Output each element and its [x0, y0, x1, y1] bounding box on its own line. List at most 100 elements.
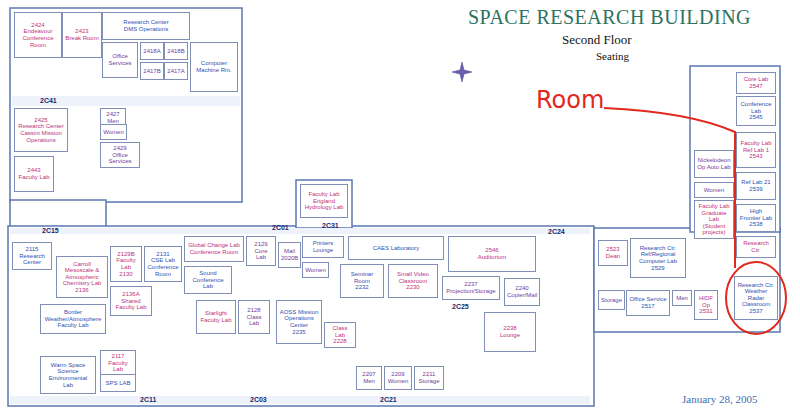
- room-box: SPS LAB: [100, 374, 136, 392]
- room-name: Small Video Classroom: [391, 271, 435, 284]
- room-name: Warm Space Science Environmental Lab: [43, 362, 93, 388]
- room-number: 2207: [359, 371, 379, 378]
- room-box: StarlightFaculty Lab: [196, 300, 236, 334]
- room-box: 2209Women: [384, 366, 412, 390]
- room-name: High Frontier Lab: [739, 208, 773, 221]
- room-name: Research Center: [105, 19, 187, 26]
- room-number: 2136: [59, 287, 105, 294]
- room-name: Research Center: [17, 123, 65, 130]
- room-number: 2128: [241, 307, 267, 314]
- room-name: HIDF Op: [697, 295, 715, 308]
- room-name: AOSS Mission Operations Center: [279, 309, 319, 329]
- room-number: 2425: [17, 117, 65, 124]
- map-title: SPACE RESEARCH BUILDING: [468, 6, 751, 29]
- room-box: Faculty LabRef Lab 12543: [736, 132, 776, 168]
- room-box: Small Video Classroom2230: [388, 264, 438, 298]
- room-number: 2129: [249, 241, 273, 248]
- room-number: 2129B: [113, 251, 139, 258]
- room-box: 2423Break Room: [62, 12, 102, 58]
- stair-link: [10, 200, 106, 228]
- room-name: Faculty Lab: [113, 257, 139, 270]
- room-name: Carroll Mesoscale & Atmospheric Chemistr…: [59, 261, 105, 287]
- room-number: 2228: [327, 338, 353, 345]
- room-number: 2517: [629, 303, 667, 310]
- room-name: Faculty Lab: [303, 191, 345, 198]
- room-box: 2238Lounge: [484, 312, 536, 352]
- room-name: England Hydrology Lab: [303, 198, 345, 211]
- room-name: Conference Lab: [739, 101, 773, 114]
- room-box: Research CenterDMS Operations: [102, 12, 190, 40]
- room-box: Class Lab2228: [324, 322, 356, 348]
- room-box: Storage: [598, 290, 625, 310]
- room-box: Men: [672, 290, 692, 306]
- room-number: 2424: [17, 22, 59, 29]
- room-box: 2129BFaculty Lab2130: [110, 246, 142, 282]
- room-box: 2128Class Lab: [238, 300, 270, 334]
- room-name: Storage: [601, 297, 622, 304]
- room-number: 2423: [65, 28, 99, 35]
- room-number: 2238: [487, 325, 533, 332]
- subtitle: Seating: [596, 50, 629, 62]
- room-box: 2418A: [140, 42, 164, 60]
- wings: [8, 8, 780, 406]
- room-box: 2546Auditorium: [448, 236, 536, 272]
- room-name: Nickelodeon Op Auto Lab: [697, 157, 731, 170]
- room-name: Computer Machine Rm.: [193, 60, 235, 73]
- room-box: 2115Research Center: [12, 242, 52, 270]
- room-name: Core Lab: [249, 248, 273, 261]
- room-name: Research Ctr.: [737, 282, 775, 289]
- room-name: Class Lab: [327, 325, 353, 338]
- red-circle: [726, 262, 786, 334]
- room-name: Men: [359, 378, 379, 385]
- room-number: 2443: [17, 167, 51, 174]
- room-number: 2130: [113, 271, 139, 278]
- room-number: 2230: [391, 284, 435, 291]
- room-number: 2529: [633, 265, 683, 272]
- room-box: 2523Dean: [598, 240, 628, 266]
- room-name: Auditorium: [451, 254, 533, 261]
- room-box: Research Ctr.Ref/Regional Computer Lab25…: [630, 238, 686, 278]
- compass-rose: [452, 62, 472, 82]
- room-number: 2545: [739, 114, 773, 121]
- room-box: 2129Core Lab: [246, 236, 276, 266]
- room-name: Women: [305, 267, 326, 274]
- room-number: 2546: [451, 247, 533, 254]
- room-box: Conference Lab2545: [736, 96, 776, 126]
- room-box: Women: [302, 262, 329, 278]
- room-box: Carroll Mesoscale & Atmospheric Chemistr…: [56, 256, 108, 298]
- room-box: 2136AShared Faculty Lab: [110, 286, 152, 316]
- room-number: 2115: [15, 246, 49, 253]
- room-box: 2417A: [164, 62, 188, 80]
- room-box: Research Ctr.: [736, 236, 776, 258]
- room-number: 2209: [387, 371, 409, 378]
- room-name: Men: [675, 295, 689, 302]
- room-name: Conference Room: [187, 249, 241, 256]
- room-box: 2424Endeavour Conference Room: [14, 12, 62, 58]
- room-box: Women: [694, 182, 734, 198]
- room-box: 2417B: [140, 62, 164, 80]
- room-number: 2543: [739, 153, 773, 160]
- room-number: 2136A: [113, 291, 149, 298]
- north-west-wing: [10, 8, 242, 202]
- room-name: SPS LAB: [103, 380, 133, 387]
- corridors: [10, 96, 590, 404]
- central-block: [296, 180, 352, 228]
- room-number: 2417A: [167, 68, 185, 75]
- room-name: Faculty Lab: [17, 174, 51, 181]
- room-number: 2429: [103, 145, 137, 152]
- room-name: Research Ctr.: [633, 245, 683, 252]
- room-number: 2020B: [281, 255, 298, 262]
- room-name: Core Lab: [739, 76, 773, 83]
- room-number: 2237: [445, 281, 497, 288]
- room-name: Dean: [601, 253, 625, 260]
- room-number: 2539: [739, 186, 773, 193]
- room-name: Weather Radar Classroom: [737, 288, 775, 308]
- room-name: Endeavour Conference Room: [17, 28, 59, 48]
- room-name: Ref Lab 21: [739, 179, 773, 186]
- room-name: Faculty Lab: [103, 360, 133, 373]
- room-box: 2240Copier/Mail: [504, 278, 540, 306]
- room-name: Research Center: [15, 253, 49, 266]
- date-label: January 28, 2005: [682, 393, 757, 405]
- room-number: 2211: [417, 371, 441, 378]
